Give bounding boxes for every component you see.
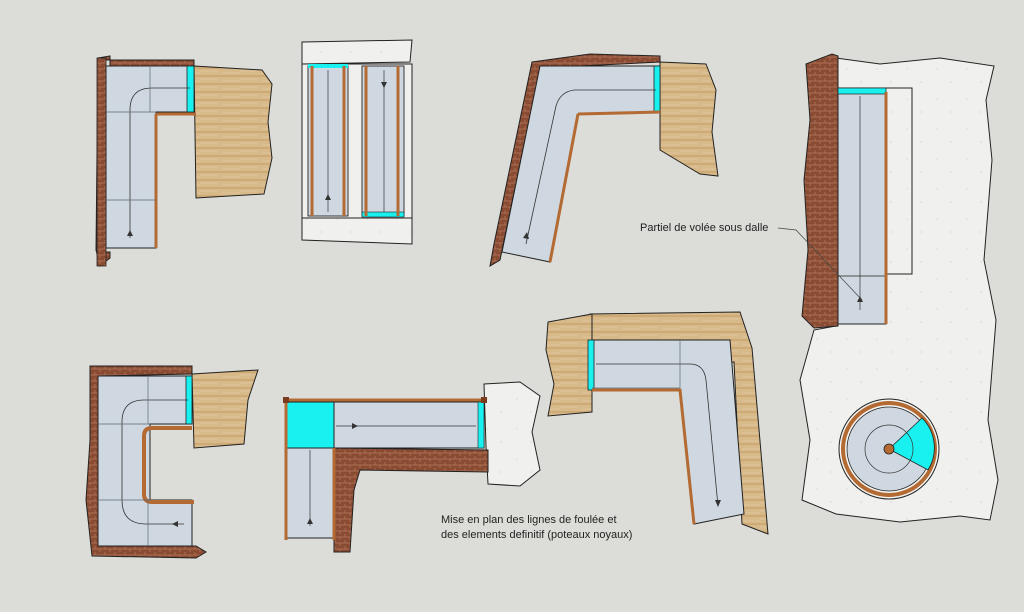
plan-6-landing — [285, 401, 335, 449]
plan-4-landing — [837, 87, 887, 95]
plan-7-wide-l — [545, 311, 769, 535]
plan-5-u-turn — [85, 365, 259, 559]
plan-6-brick-wall — [333, 447, 489, 553]
plan-6-landing-l — [283, 381, 541, 553]
plan-1-walkline — [129, 87, 190, 238]
plan-7-landing — [587, 339, 595, 391]
plan-2-landing-top — [308, 64, 348, 68]
plan-8-landing — [888, 417, 935, 471]
plan-2-slab-bottom — [301, 217, 413, 245]
plan-4-under-slab — [777, 53, 999, 523]
plan-8-spiral — [838, 398, 940, 500]
plan-5-core-stringer — [142, 426, 194, 504]
annotation-mise-en-plan-line2: des elements definitif (poteaux noyaux) — [441, 529, 633, 541]
plan-5-wood-floor — [191, 369, 259, 449]
plan-4-leader-line — [777, 227, 863, 301]
annotation-partiel-volee: Partiel de volée sous dalle — [640, 222, 769, 234]
plan-7-stair — [591, 339, 745, 525]
plan-7-brick-side — [545, 313, 593, 417]
plan-4-brick-wall — [801, 53, 839, 329]
plan-1-stringer — [154, 112, 196, 248]
plan-1-wood-floor — [193, 65, 273, 199]
plan-1-l-turn — [95, 55, 273, 267]
plan-2-straight — [301, 39, 413, 245]
annotation-mise-en-plan-line1: Mise en plan des lignes de foulée et — [441, 514, 617, 526]
plan-3-angled — [489, 53, 719, 267]
plan-1-brick-side — [96, 57, 107, 267]
plan-3-wood-floor — [659, 61, 719, 177]
plan-2-landing-bottom — [361, 211, 405, 218]
plan-1-landing — [186, 65, 195, 113]
plan-6-concrete — [483, 381, 541, 487]
plan-3-landing — [653, 65, 661, 113]
plan-2-slab-top — [301, 39, 413, 65]
plan-8-core-post — [883, 443, 895, 455]
plan-6-stair-upper — [333, 401, 485, 449]
plan-4-stair — [837, 91, 887, 325]
